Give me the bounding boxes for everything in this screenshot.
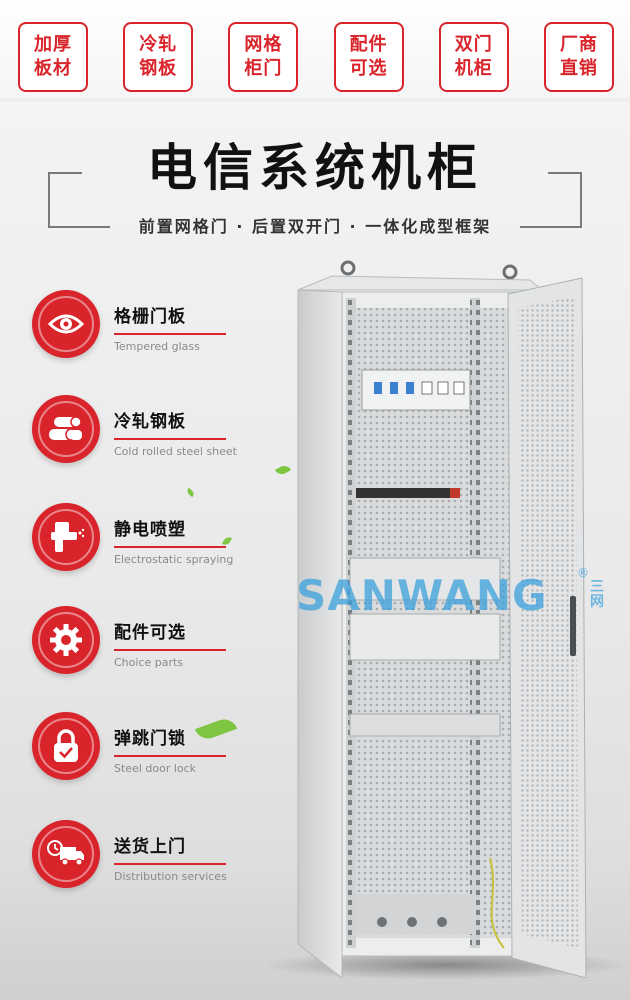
badge-double-door: 双门机柜 <box>438 22 509 92</box>
feature-underline <box>114 546 226 548</box>
feature-title: 送货上门 <box>114 837 186 857</box>
badge-line: 钢板 <box>139 58 178 79</box>
feature-subtitle: Cold rolled steel sheet <box>114 445 237 458</box>
spray-gun-icon <box>32 503 100 571</box>
subtitle-rule-left <box>48 226 110 228</box>
subtitle-rule-right <box>520 226 582 228</box>
feature-subtitle: Steel door lock <box>114 762 197 775</box>
feature-subtitle: Tempered glass <box>114 340 200 353</box>
feature-underline <box>114 438 226 440</box>
feature-title: 冷轧钢板 <box>114 412 186 432</box>
badge-line: 直销 <box>559 58 598 79</box>
decorative-leaf <box>185 487 196 498</box>
decorative-leaf <box>274 463 292 477</box>
badge-optional-parts: 配件可选 <box>333 22 404 92</box>
eye-icon <box>32 290 100 358</box>
feature-subtitle: Distribution services <box>114 870 227 883</box>
feature-subtitle: Electrostatic spraying <box>114 553 234 566</box>
feature-delivery: 送货上门 Distribution services <box>32 820 272 890</box>
feature-electrostatic-spraying: 静电喷塑 Electrostatic spraying <box>32 503 272 573</box>
feature-grille-door: 格栅门板 Tempered glass <box>32 290 272 360</box>
cabinet-illustration <box>290 258 590 980</box>
badge-line: 冷轧 <box>139 34 178 55</box>
top-badge-row: 加厚板材 冷轧钢板 网格柜门 配件可选 双门机柜 厂商直销 <box>0 0 630 100</box>
badge-line: 厂商 <box>559 34 598 55</box>
delivery-truck-icon <box>32 820 100 888</box>
feature-title: 格栅门板 <box>114 307 186 327</box>
page-title: 电信系统机柜 <box>147 139 483 197</box>
badge-line: 柜门 <box>244 58 283 79</box>
badge-line: 配件 <box>349 34 388 55</box>
feature-subtitle: Choice parts <box>114 656 184 669</box>
padlock-icon <box>32 712 100 780</box>
feature-cold-rolled: 冷轧钢板 Cold rolled steel sheet <box>32 395 272 465</box>
page-subtitle: 前置网格门 · 后置双开门 · 一体化成型框架 <box>138 217 492 236</box>
watermark-chinese: 三网 <box>590 579 604 610</box>
badge-line: 网格 <box>244 34 283 55</box>
badge-line: 板材 <box>34 58 72 79</box>
steel-rolls-icon <box>32 395 100 463</box>
feature-title: 静电喷塑 <box>114 520 186 540</box>
header-divider <box>0 98 630 102</box>
badge-line: 机柜 <box>454 58 493 79</box>
badge-line: 加厚 <box>34 34 72 55</box>
gear-icon <box>32 606 100 674</box>
watermark-text: SANWANG <box>296 571 548 620</box>
badge-cold-rolled: 冷轧钢板 <box>123 22 194 92</box>
badge-line: 可选 <box>349 58 388 79</box>
watermark-registered-mark: ® <box>577 566 589 580</box>
badge-line: 双门 <box>454 34 493 55</box>
feature-underline <box>114 755 226 757</box>
feature-underline <box>114 863 226 865</box>
feature-door-lock: 弹跳门锁 Steel door lock <box>32 712 272 782</box>
badge-mesh-door: 网格柜门 <box>228 22 299 92</box>
title-bracket-left <box>48 172 82 226</box>
feature-underline <box>114 333 226 335</box>
feature-title: 弹跳门锁 <box>114 729 186 749</box>
feature-title: 配件可选 <box>114 623 186 643</box>
badge-thick-plate: 加厚板材 <box>18 22 88 92</box>
title-bracket-right <box>548 172 582 226</box>
badge-factory-direct: 厂商直销 <box>543 22 614 92</box>
feature-optional-parts: 配件可选 Choice parts <box>32 606 272 676</box>
feature-underline <box>114 649 226 651</box>
